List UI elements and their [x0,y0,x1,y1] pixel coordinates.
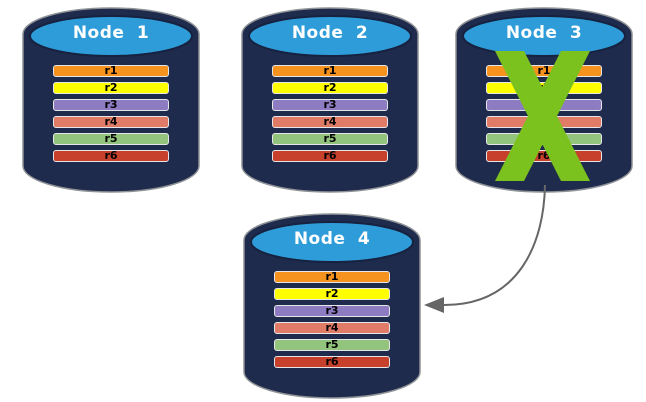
replica-label: r6 [104,149,118,162]
replica-label: r1 [537,64,551,77]
node-2: Node 2 r1 r2 r3 r4 r5 r6 [240,5,420,195]
node-3-replica-r6: r6 [486,150,602,162]
replica-label: r4 [325,321,339,334]
node-2-replica-r6: r6 [272,150,388,162]
replica-label: r2 [104,81,118,94]
node-4-replica-r3: r3 [274,305,390,317]
cylinder-top [248,15,412,57]
node-3-replica-r4: r4 [486,116,602,128]
node-3: Node 3 r1 r2 r3 r4 r5 r6 [454,5,634,195]
replica-label: r3 [323,98,337,111]
node-4-replica-r5: r5 [274,339,390,351]
node-2-replica-r1: r1 [272,65,388,77]
replica-label: r6 [323,149,337,162]
node-1-replica-r1: r1 [53,65,169,77]
node-4-replica-r1: r1 [274,271,390,283]
replica-label: r4 [323,115,337,128]
node-4-replica-r4: r4 [274,322,390,334]
cylinder-top [29,15,193,57]
node-2-replicas: r1 r2 r3 r4 r5 r6 [272,65,388,162]
node-1-replica-r2: r2 [53,82,169,94]
node-4-label: Node 4 [293,229,371,249]
replica-label: r3 [537,98,551,111]
replica-label: r2 [325,287,339,300]
replica-label: r4 [537,115,551,128]
replica-label: r1 [325,270,339,283]
replica-label: r3 [104,98,118,111]
replica-label: r6 [537,149,551,162]
node-4-replicas: r1 r2 r3 r4 r5 r6 [274,271,390,368]
replica-label: r5 [323,132,337,145]
replica-label: r1 [104,64,118,77]
node-3-replica-r2: r2 [486,82,602,94]
node-2-label: Node 2 [291,23,369,43]
node-3-replica-r3: r3 [486,99,602,111]
node-3-replica-r5: r5 [486,133,602,145]
node-3-replicas: r1 r2 r3 r4 r5 r6 [486,65,602,162]
node-2-replica-r2: r2 [272,82,388,94]
node-1: Node 1 r1 r2 r3 r4 r5 r6 [21,5,201,195]
node-1-label: Node 1 [72,23,150,43]
node-1-replica-r4: r4 [53,116,169,128]
node-3-replica-r1: r1 [486,65,602,77]
replica-label: r2 [537,81,551,94]
replica-label: r5 [537,132,551,145]
node-4-replica-r6: r6 [274,356,390,368]
cylinder-top [250,221,414,263]
node-2-replica-r5: r5 [272,133,388,145]
replica-label: r3 [325,304,339,317]
recovery-arrowhead-icon [424,297,444,313]
replica-label: r5 [325,338,339,351]
replica-label: r4 [104,115,118,128]
node-1-replica-r5: r5 [53,133,169,145]
node-3-label: Node 3 [505,23,583,43]
node-1-replica-r6: r6 [53,150,169,162]
recovery-arrow-line [443,184,546,306]
node-2-replica-r4: r4 [272,116,388,128]
replica-label: r6 [325,355,339,368]
node-1-replicas: r1 r2 r3 r4 r5 r6 [53,65,169,162]
node-2-replica-r3: r3 [272,99,388,111]
node-4: Node 4 r1 r2 r3 r4 r5 r6 [242,211,422,401]
replica-label: r1 [323,64,337,77]
node-4-replica-r2: r2 [274,288,390,300]
node-1-replica-r3: r3 [53,99,169,111]
recovery-arrow [424,184,546,313]
replica-label: r2 [323,81,337,94]
replica-label: r5 [104,132,118,145]
